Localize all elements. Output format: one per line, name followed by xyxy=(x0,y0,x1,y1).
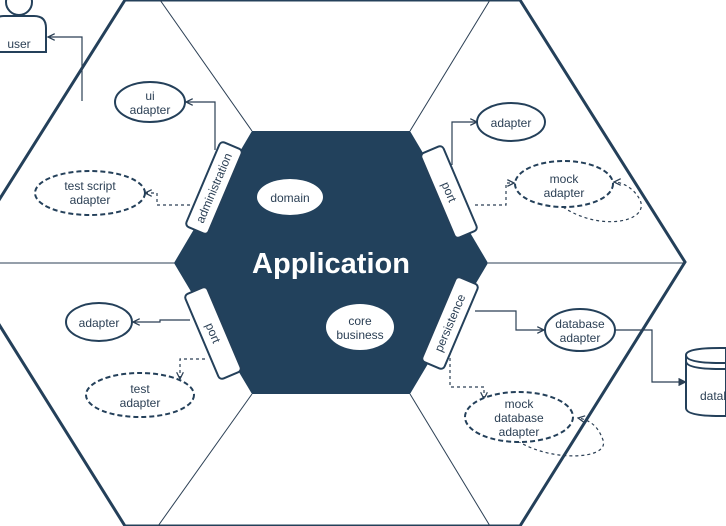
database-adapter-label-line2: adapter xyxy=(560,331,601,345)
test-script-label-line1: test script xyxy=(64,179,116,193)
test-adapter-label-line1: test xyxy=(130,382,150,396)
test-script-adapter-node[interactable]: test script adapter xyxy=(34,170,146,216)
mock-adapter-node[interactable]: mock adapter xyxy=(514,160,614,208)
core-business-label-line2: business xyxy=(336,328,383,342)
database-adapter-node[interactable]: database adapter xyxy=(544,308,616,352)
test-adapter-label-line2: adapter xyxy=(120,396,161,410)
mock-adapter-label-line1: mock xyxy=(550,172,580,186)
mock-adapter-label-line2: adapter xyxy=(544,186,585,200)
port-top-right[interactable]: port xyxy=(420,145,478,239)
adapter-top-right-label: adapter xyxy=(491,116,532,130)
database-cylinder-icon[interactable]: database xyxy=(685,347,726,417)
domain-label: domain xyxy=(270,191,309,205)
ui-to-user-connector xyxy=(48,37,83,101)
mock-db-label-line3: adapter xyxy=(499,425,540,439)
test-adapter-node[interactable]: test adapter xyxy=(85,372,195,418)
ui-adapter-node[interactable]: ui adapter xyxy=(114,81,186,123)
mock-database-adapter-node[interactable]: mock database adapter xyxy=(464,391,574,443)
adapter-left-node[interactable]: adapter xyxy=(65,302,133,342)
core-business-node[interactable]: core business xyxy=(326,304,394,350)
ui-adapter-label-line1: ui xyxy=(145,89,154,103)
ui-adapter-label-line2: adapter xyxy=(130,103,171,117)
persistence-to-mock-db-connector xyxy=(449,352,484,399)
port-bottom-left[interactable]: port xyxy=(184,286,242,380)
port-to-left-adapter-connector xyxy=(133,320,190,322)
port-to-mock-connector xyxy=(475,183,514,206)
persistence-to-db-adapter-connector xyxy=(475,310,544,330)
port-to-test-connector xyxy=(180,358,205,379)
test-script-label-line2: adapter xyxy=(70,193,111,207)
core-business-label-line1: core xyxy=(348,314,372,328)
mock-db-self-loop xyxy=(517,418,604,457)
mock-db-label-line2: database xyxy=(494,411,544,425)
adapter-top-right-node[interactable]: adapter xyxy=(476,102,546,142)
database-label: database xyxy=(700,389,726,403)
user-label: user xyxy=(7,37,30,51)
division-lines xyxy=(0,0,685,526)
application-hexagon xyxy=(174,131,488,394)
mock-self-loop xyxy=(562,182,642,223)
admin-to-test-script-connector xyxy=(145,193,196,206)
application-title: Application xyxy=(252,248,410,280)
port-to-adapter-connector xyxy=(451,122,477,165)
mock-db-label-line1: mock xyxy=(505,397,535,411)
connectors xyxy=(48,37,687,457)
adapter-left-label: adapter xyxy=(79,316,120,330)
db-adapter-to-database-connector xyxy=(614,329,687,387)
user-icon[interactable]: user xyxy=(0,0,47,53)
domain-node[interactable]: domain xyxy=(257,179,323,215)
database-adapter-label-line1: database xyxy=(555,317,605,331)
admin-to-ui-connector xyxy=(186,102,216,150)
